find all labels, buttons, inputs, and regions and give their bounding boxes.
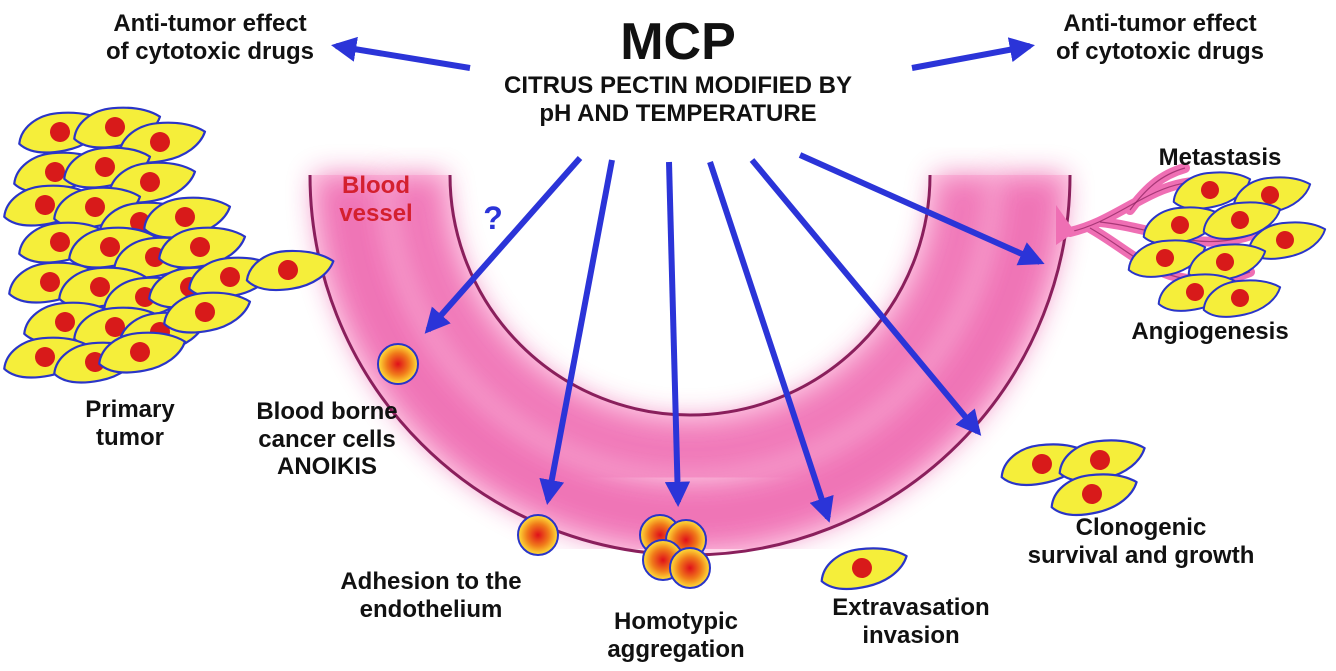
subtitle-line-2: pH AND TEMPERATURE [468, 100, 888, 128]
circulating-cell [378, 344, 418, 384]
label-metastasis: Metastasis [1140, 144, 1300, 172]
question-mark: ? [478, 200, 508, 237]
label-blood-borne: Blood borne cancer cells ANOIKIS [232, 398, 422, 481]
subtitle-line-1: CITRUS PECTIN MODIFIED BY [468, 72, 888, 100]
aggregate-cell [670, 548, 710, 588]
homotypic-line-2: aggregation [586, 636, 766, 664]
subtitle: CITRUS PECTIN MODIFIED BY pH AND TEMPERA… [468, 72, 888, 127]
label-homotypic: Homotypic aggregation [586, 608, 766, 663]
effect-left-label: Anti-tumor effect of cytotoxic drugs [60, 10, 360, 65]
effect-left-line-2: of cytotoxic drugs [60, 38, 360, 66]
vessel-line-1: Blood [316, 172, 436, 200]
extravasation-line-1: Extravasation [816, 594, 1006, 622]
clonogenic-line-1: Clonogenic [1016, 514, 1266, 542]
adhesion-line-1: Adhesion to the [326, 568, 536, 596]
label-primary-tumor: Primary tumor [60, 396, 200, 451]
vessel-line-2: vessel [316, 200, 436, 228]
label-adhesion: Adhesion to the endothelium [326, 568, 536, 623]
adherent-cell [518, 515, 558, 555]
adhesion-line-2: endothelium [326, 596, 536, 624]
label-extravasation: Extravasation invasion [816, 594, 1006, 649]
effect-right-label: Anti-tumor effect of cytotoxic drugs [1010, 10, 1310, 65]
label-clonogenic: Clonogenic survival and growth [1016, 514, 1266, 569]
clonogenic-line-2: survival and growth [1016, 542, 1266, 570]
label-angiogenesis: Angiogenesis [1110, 318, 1310, 346]
blood-borne-line-2: cancer cells [232, 426, 422, 454]
blood-borne-line-3: ANOIKIS [232, 453, 422, 481]
primary-tumor-line-1: Primary [60, 396, 200, 424]
primary-tumor-line-2: tumor [60, 424, 200, 452]
blood-vessel-label: Blood vessel [316, 172, 436, 227]
extravasation-line-2: invasion [816, 622, 1006, 650]
extravasated-cell [817, 541, 910, 594]
effect-right-line-2: of cytotoxic drugs [1010, 38, 1310, 66]
title-mcp: MCP [588, 16, 768, 68]
effect-right-line-1: Anti-tumor effect [1010, 10, 1310, 38]
blood-borne-line-1: Blood borne [232, 398, 422, 426]
homotypic-line-1: Homotypic [586, 608, 766, 636]
effect-left-line-1: Anti-tumor effect [60, 10, 360, 38]
